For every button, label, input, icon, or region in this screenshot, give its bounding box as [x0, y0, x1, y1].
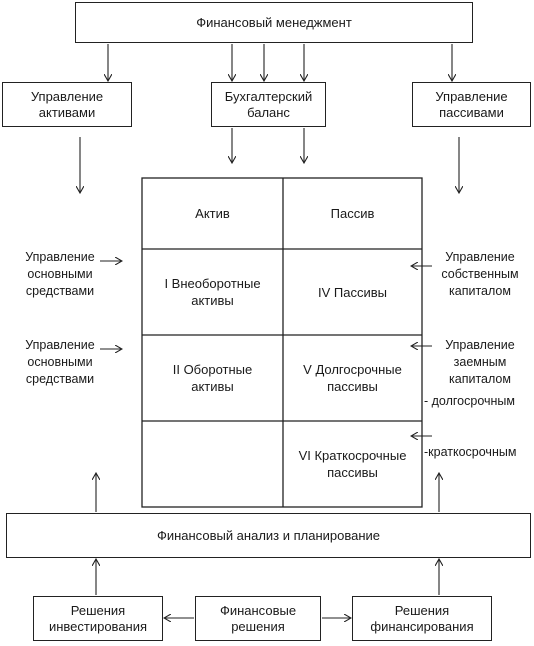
balance-sheet-box: Бухгалтерский баланс: [211, 82, 326, 127]
analysis-planning-title: Финансовый анализ и планирование: [156, 527, 381, 543]
fixed-assets-management-label-1: Управление основными средствами: [25, 250, 95, 298]
fixed-assets-management-label-2: Управление основными средствами: [25, 338, 95, 386]
investment-decisions-box: Решения инвестирования: [33, 596, 163, 641]
balance-cell-section-iv: IV Пассивы: [283, 249, 422, 335]
liability-management-box: Управление пассивами: [412, 82, 531, 127]
current-assets-label: II Оборотные активы: [172, 362, 253, 394]
balance-cell-shortterm-liabilities: VI Краткосрочные пассивы: [283, 421, 422, 507]
liability-management-label: Управление пассивами: [435, 88, 508, 120]
equity-management-label: Управление собственным капиталом: [441, 250, 519, 298]
asset-management-box: Управление активами: [2, 82, 132, 127]
financial-management-box: Финансовый менеджмент: [75, 2, 473, 43]
financial-management-title: Финансовый менеджмент: [196, 14, 352, 30]
debt-management-label: Управление заемным капиталом: [445, 338, 515, 386]
balance-cell-current-assets: II Оборотные активы: [142, 335, 283, 421]
balance-header-assets: Актив: [142, 178, 283, 249]
longterm-label: - долгосрочным: [424, 394, 516, 408]
financing-decisions-box: Решения финансирования: [352, 596, 492, 641]
balance-header-liabilities: Пассив: [283, 178, 422, 249]
section-iv-label: IV Пассивы: [318, 284, 387, 300]
noncurrent-assets-label: I Внеоборотные активы: [164, 276, 261, 308]
balance-sheet-label: Бухгалтерский баланс: [224, 88, 313, 120]
financing-decisions-label: Решения финансирования: [370, 602, 474, 634]
balance-header-assets-label: Актив: [195, 206, 230, 221]
balance-cell-longterm-liabilities: V Долгосрочные пассивы: [283, 335, 422, 421]
balance-cell-empty: [142, 421, 283, 507]
investment-decisions-label: Решения инвестирования: [48, 602, 148, 634]
shortterm-liabilities-label: VI Краткосрочные пассивы: [298, 448, 407, 480]
analysis-planning-box: Финансовый анализ и планирование: [6, 513, 531, 558]
financial-decisions-label: Финансовые решения: [219, 602, 297, 634]
asset-management-label: Управление активами: [30, 88, 104, 120]
financial-decisions-box: Финансовые решения: [195, 596, 321, 641]
balance-grid: [141, 177, 423, 508]
longterm-liabilities-label: V Долгосрочные пассивы: [303, 362, 402, 394]
shortterm-label: -краткосрочным: [424, 445, 517, 459]
balance-cell-noncurrent-assets: I Внеоборотные активы: [142, 249, 283, 335]
balance-header-liabilities-label: Пассив: [330, 206, 375, 221]
